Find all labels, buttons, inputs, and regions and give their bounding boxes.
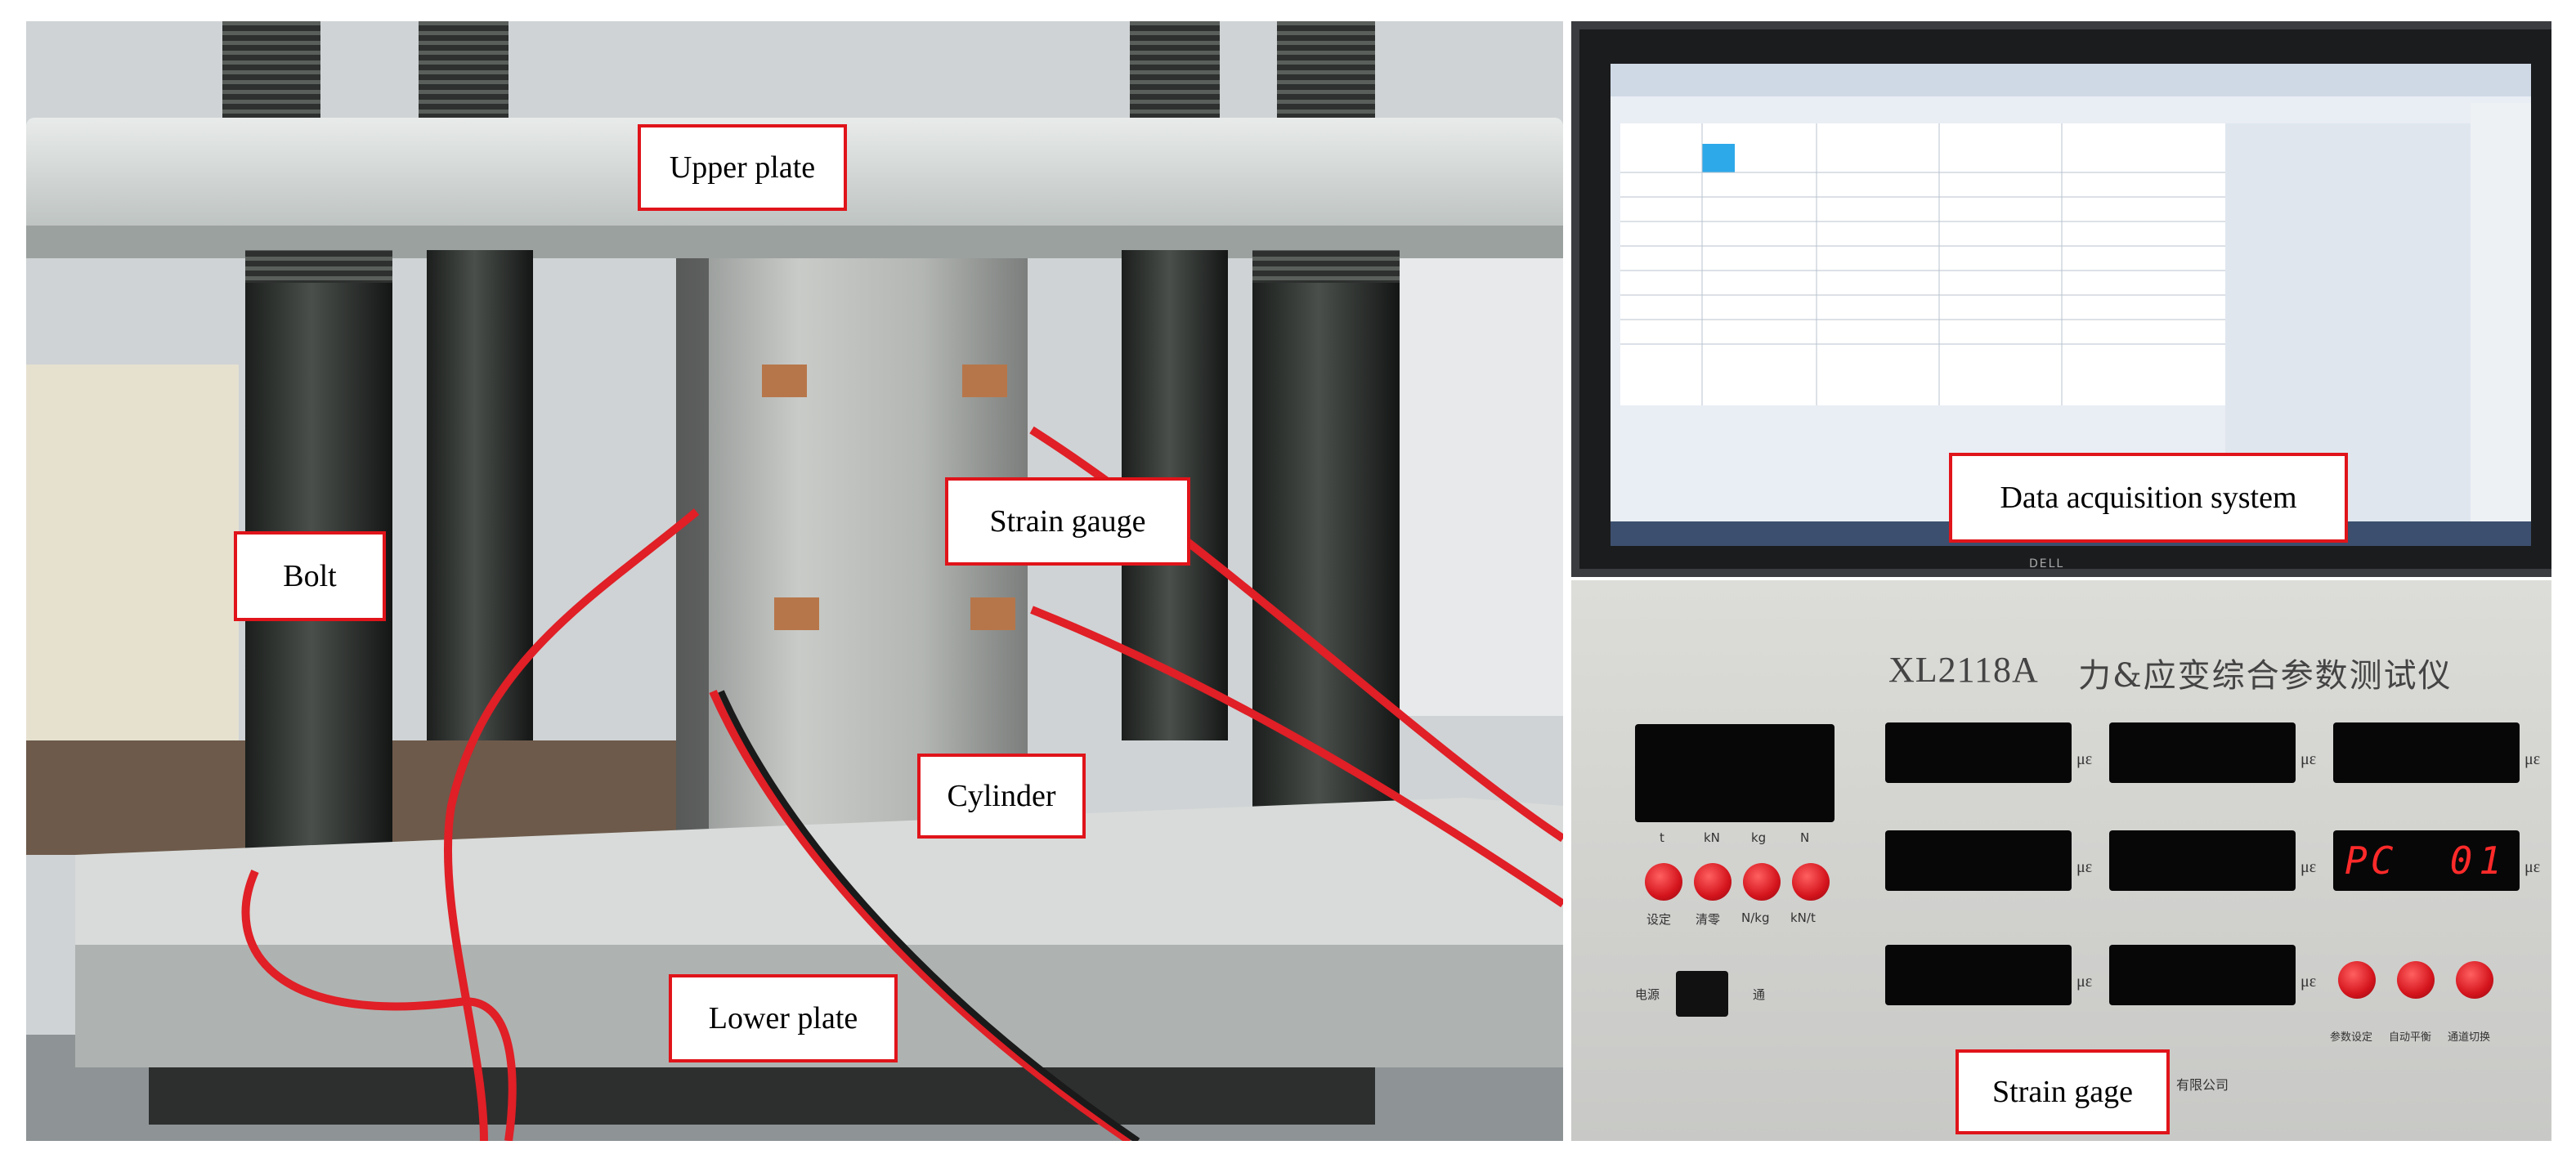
callout-bolt: Bolt bbox=[234, 531, 386, 621]
bolt-thread-4 bbox=[1277, 21, 1375, 119]
instrument-title: 力&应变综合参数测试仪 bbox=[2078, 657, 2453, 695]
n-kg-label: N/kg bbox=[1741, 910, 1770, 925]
test-rig-photo: Upper plate Bolt Strain gauge Cylinder L… bbox=[26, 21, 1563, 1141]
bolt-back-left bbox=[427, 250, 533, 740]
callout-strain-gage: Strain gage bbox=[1956, 1049, 2170, 1134]
unit-label-8: με bbox=[2300, 973, 2317, 991]
strain-gauge-pad-1 bbox=[762, 365, 807, 397]
callout-data-acquisition-text: Data acquisition system bbox=[2000, 481, 2297, 515]
unit-label-7: με bbox=[2076, 973, 2093, 991]
callout-lower-plate-text: Lower plate bbox=[708, 1001, 858, 1036]
channel-display-6: PC 01 bbox=[2333, 830, 2520, 891]
unit-kn: kN bbox=[1704, 830, 1720, 845]
auto-balance-label: 自动平衡 bbox=[2389, 1031, 2432, 1044]
main-display bbox=[1635, 724, 1835, 822]
unit-label-5: με bbox=[2300, 858, 2317, 876]
screen-toolbar bbox=[1611, 64, 2531, 96]
kn-t-button[interactable] bbox=[1792, 863, 1830, 901]
maker-label: 有限公司 bbox=[2176, 1077, 2229, 1093]
channel-display-2 bbox=[2109, 722, 2296, 783]
led-channel-text: 01 bbox=[2449, 839, 2508, 883]
monitor-photo: DELL Data acquisition system bbox=[1571, 21, 2551, 577]
bolt-thread-5 bbox=[245, 250, 392, 283]
cylinder-shadow bbox=[676, 258, 709, 859]
channel-display-8 bbox=[2109, 945, 2296, 1005]
unit-label-6: με bbox=[2524, 858, 2541, 876]
channel-switch-button[interactable] bbox=[2456, 961, 2493, 999]
channel-display-7 bbox=[1885, 945, 2072, 1005]
callout-upper-plate-text: Upper plate bbox=[669, 150, 816, 185]
screen-selected-cell bbox=[1702, 144, 1735, 172]
base-block bbox=[149, 1067, 1375, 1125]
strain-gauge-pad-4 bbox=[970, 597, 1015, 630]
n-kg-button[interactable] bbox=[1743, 863, 1781, 901]
kn-t-label: kN/t bbox=[1790, 910, 1816, 925]
callout-cylinder: Cylinder bbox=[917, 754, 1086, 839]
screen-grid bbox=[1620, 123, 2225, 405]
wire-red-1 bbox=[443, 508, 700, 1141]
unit-label-1: με bbox=[2076, 750, 2093, 768]
screen-side-panel bbox=[2471, 103, 2531, 544]
callout-upper-plate: Upper plate bbox=[638, 124, 847, 211]
channel-display-5 bbox=[2109, 830, 2296, 891]
instrument-model: XL2118A bbox=[1888, 650, 2039, 690]
channel-display-3 bbox=[2333, 722, 2520, 783]
background-box bbox=[26, 365, 239, 789]
bolt-thread-2 bbox=[419, 21, 508, 119]
zero-button[interactable] bbox=[1694, 863, 1732, 901]
bolt-thread-6 bbox=[1252, 250, 1400, 283]
unit-t: t bbox=[1660, 830, 1664, 845]
wire-red-4 bbox=[1030, 606, 1563, 908]
callout-cylinder-text: Cylinder bbox=[947, 779, 1056, 813]
unit-label-2: με bbox=[2300, 750, 2317, 768]
unit-n: N bbox=[1800, 830, 1810, 845]
strain-gage-photo: XL2118A 力&应变综合参数测试仪 t kN kg N 设定 清零 N/kg… bbox=[1571, 580, 2551, 1141]
callout-strain-gauge: Strain gauge bbox=[945, 477, 1190, 566]
power-label: 电源 bbox=[1635, 987, 1660, 1002]
bolt-thread-3 bbox=[1130, 21, 1220, 119]
auto-balance-button[interactable] bbox=[2397, 961, 2435, 999]
parameter-set-button[interactable] bbox=[2338, 961, 2376, 999]
unit-kg: kg bbox=[1751, 830, 1767, 845]
set-label: 设定 bbox=[1646, 912, 1672, 927]
callout-bolt-text: Bolt bbox=[283, 559, 337, 593]
wire-black-1 bbox=[718, 690, 1140, 1141]
unit-label-3: με bbox=[2524, 750, 2541, 768]
bolt-thread-1 bbox=[222, 21, 320, 119]
unit-label-4: με bbox=[2076, 858, 2093, 876]
wire-red-2 bbox=[709, 689, 1132, 1141]
channel-display-1 bbox=[1885, 722, 2072, 783]
channel-switch-label: 通道切换 bbox=[2448, 1031, 2491, 1044]
strain-gauge-pad-2 bbox=[962, 365, 1007, 397]
callout-strain-gauge-text: Strain gauge bbox=[989, 504, 1146, 539]
callout-data-acquisition: Data acquisition system bbox=[1949, 453, 2348, 543]
set-button[interactable] bbox=[1645, 863, 1682, 901]
channel-display-4 bbox=[1885, 830, 2072, 891]
callout-lower-plate: Lower plate bbox=[669, 974, 898, 1062]
callout-strain-gage-text: Strain gage bbox=[1991, 1075, 2133, 1109]
power-state: 通 bbox=[1753, 987, 1766, 1002]
power-switch[interactable] bbox=[1676, 971, 1728, 1017]
monitor-brand: DELL bbox=[2029, 557, 2065, 570]
parameter-set-label: 参数设定 bbox=[2330, 1031, 2373, 1044]
led-mode-text: PC bbox=[2345, 839, 2397, 883]
zero-label: 清零 bbox=[1696, 912, 1721, 927]
strain-gauge-pad-3 bbox=[774, 597, 819, 630]
wire-red-5 bbox=[241, 869, 517, 1141]
